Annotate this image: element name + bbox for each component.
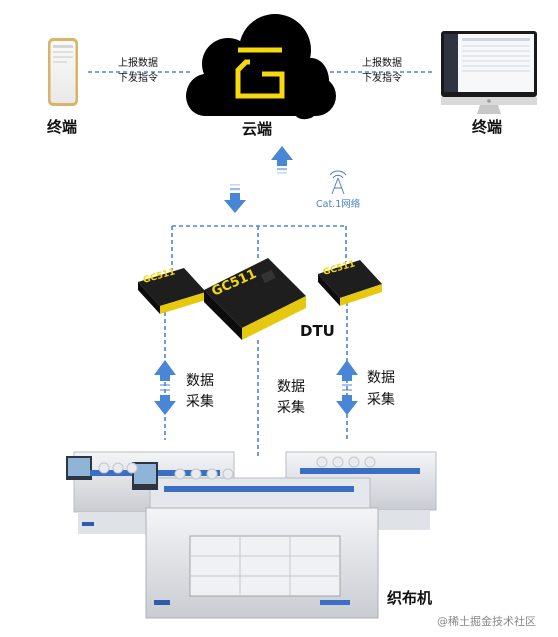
collect-right-line1: 数据 bbox=[367, 370, 395, 386]
watermark: @稀土掘金技术社区 bbox=[437, 614, 536, 628]
right-link-up-label: 上报数据 bbox=[362, 56, 402, 69]
cloud-logo-icon bbox=[235, 47, 285, 99]
upload-arrow-icon bbox=[271, 146, 293, 174]
machine-label: 织布机 bbox=[387, 589, 432, 607]
monitor-terminal bbox=[441, 31, 537, 114]
right-link-down-label: 下发指令 bbox=[362, 71, 402, 84]
network-label: Cat.1网络 bbox=[316, 198, 361, 210]
collect-arrow-right-icon bbox=[336, 360, 358, 415]
collect-arrow-left-icon bbox=[154, 360, 176, 415]
dtu-device-left: GC511 bbox=[138, 267, 206, 314]
collect-left-line1: 数据 bbox=[186, 373, 214, 389]
download-arrow-icon bbox=[224, 184, 246, 213]
right-terminal-label: 终端 bbox=[472, 118, 502, 136]
dtu-device-center: GC511 bbox=[204, 258, 306, 340]
collect-left-line2: 采集 bbox=[186, 393, 214, 410]
collect-center-line2: 采集 bbox=[277, 399, 305, 416]
collect-right-line2: 采集 bbox=[367, 391, 395, 408]
cloud-label: 云端 bbox=[242, 120, 272, 138]
collect-center-line1: 数据 bbox=[277, 379, 305, 395]
antenna-icon bbox=[329, 170, 347, 195]
dtu-label: DTU bbox=[300, 322, 335, 340]
yarn-cones bbox=[98, 456, 376, 480]
left-link-down-label: 下发指令 bbox=[118, 71, 158, 84]
cloud-icon bbox=[186, 14, 336, 120]
left-link-up-label: 上报数据 bbox=[118, 56, 158, 69]
phone-terminal bbox=[48, 38, 78, 106]
dtu-device-right: GC511 bbox=[318, 259, 382, 306]
knitting-machine-front bbox=[132, 462, 379, 619]
left-terminal-label: 终端 bbox=[47, 118, 77, 136]
